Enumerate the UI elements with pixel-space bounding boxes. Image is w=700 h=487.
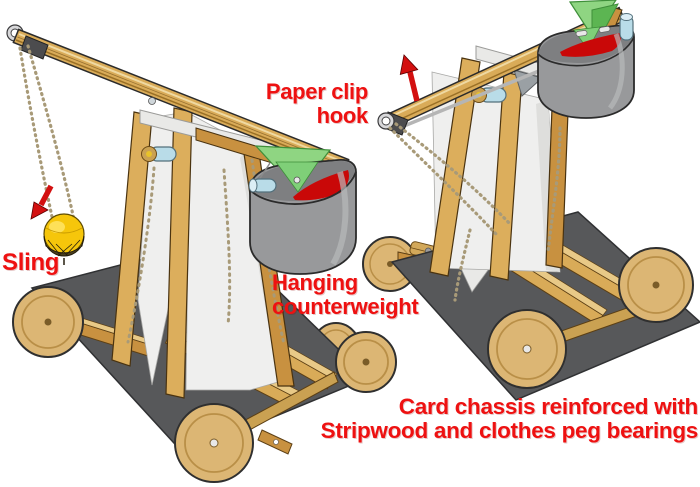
- wheel-icon: [335, 331, 397, 393]
- counterweight-bucket: [537, 0, 635, 119]
- paper-clip-hook-icon: [377, 112, 395, 130]
- clothes-peg-bearing-icon: [141, 146, 177, 162]
- hanging-counterweight-label: Hanging counterweight: [272, 270, 419, 319]
- wheel-icon: [174, 403, 254, 483]
- direction-arrow-icon: [30, 184, 54, 220]
- clothes-peg-bearing-icon: [248, 178, 277, 193]
- sling-strings: [18, 44, 76, 228]
- right-trebuchet-illustration: [335, 0, 700, 401]
- wheel-icon: [12, 286, 84, 358]
- paper-clip-hook-label: Paper clip hook: [218, 80, 368, 127]
- chassis-note-label-line2: Stripwood and clothes peg bearings: [320, 418, 699, 444]
- paper-clip-hook-label-line1: Paper clip: [265, 79, 368, 104]
- strings: [388, 122, 562, 302]
- counterweight-bucket: [248, 159, 357, 275]
- hanging-counterweight-label-line2: counterweight: [272, 293, 419, 319]
- metal-rod: [403, 62, 557, 128]
- wheel-icon: [487, 309, 567, 389]
- a-frame-posts: [111, 107, 193, 399]
- peg-block: [257, 429, 293, 455]
- hanging-counterweight-label-line1: Hanging: [272, 270, 358, 295]
- red-payload: [560, 33, 621, 57]
- wheel-icon: [618, 247, 694, 323]
- chassis-note-label-line1: Card chassis reinforced with: [398, 394, 699, 419]
- chassis-note-label: Card chassis reinforced with Stripwood a…: [238, 394, 699, 444]
- sling-ball-icon: [43, 213, 85, 265]
- sling-label-text: Sling: [2, 249, 60, 276]
- left-trebuchet-illustration: [6, 24, 370, 483]
- red-payload: [293, 170, 349, 201]
- paper-clip-hook-label-line2: hook: [316, 102, 369, 128]
- sling-label: Sling: [2, 250, 59, 276]
- launch-arrow-icon: [399, 54, 420, 102]
- bolt-icon: [619, 13, 634, 41]
